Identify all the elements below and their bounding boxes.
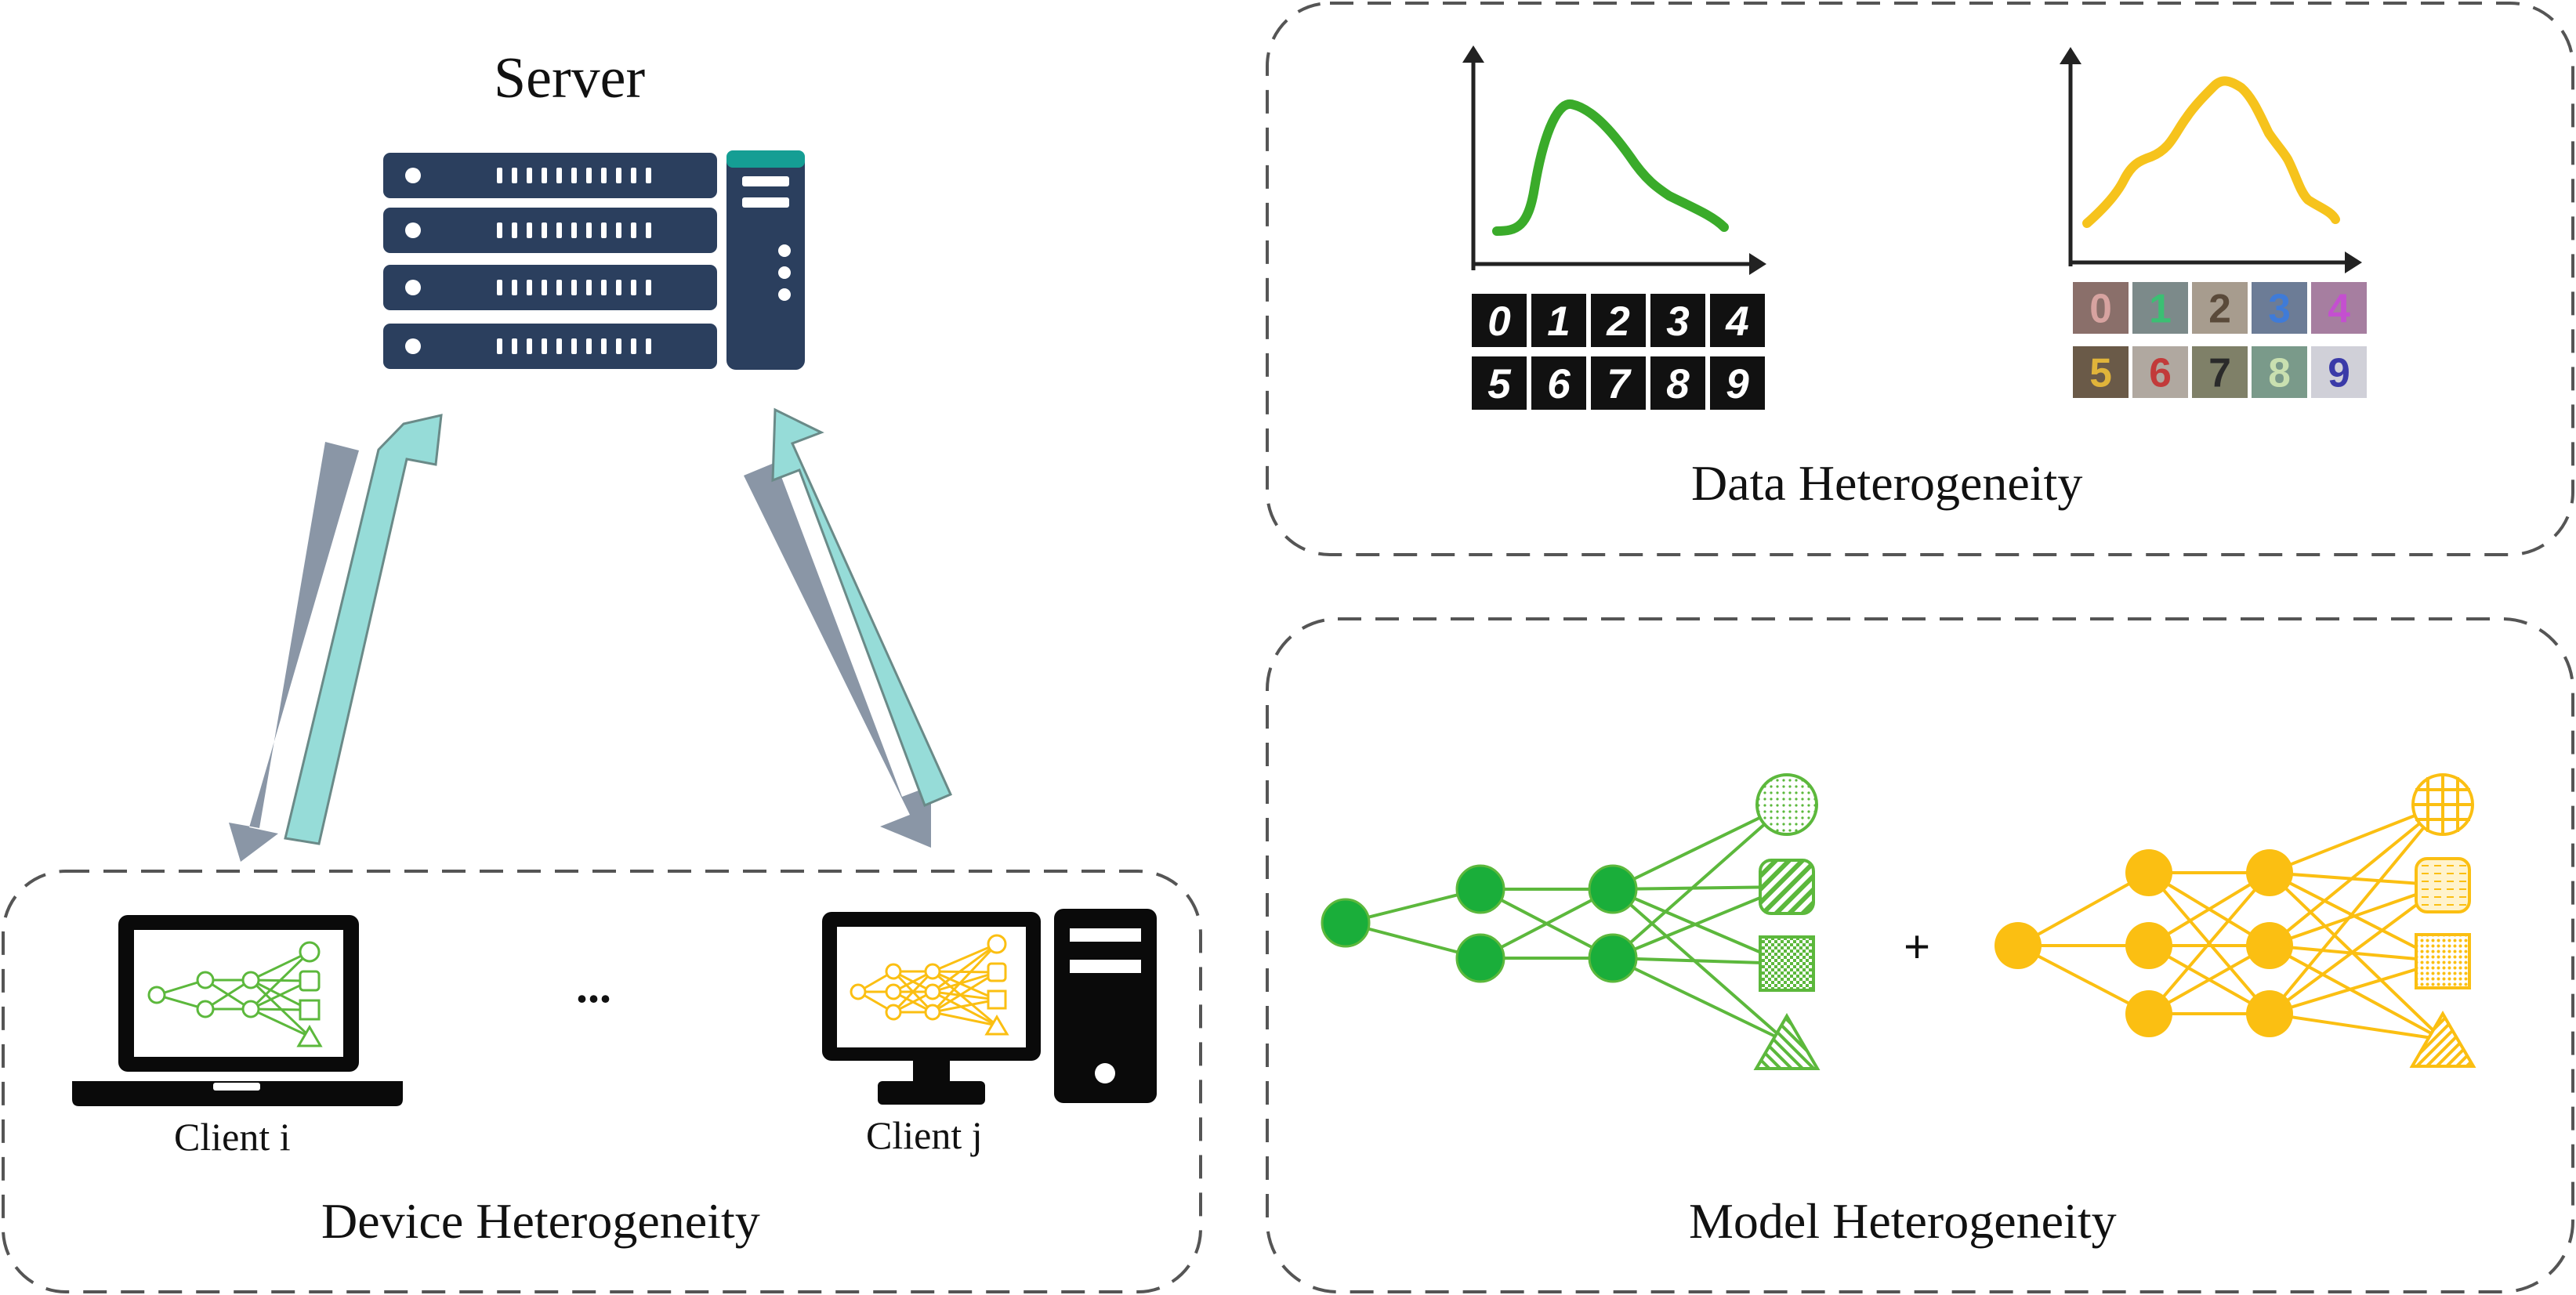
network-node — [2246, 922, 2293, 969]
digit-tile: 3 — [1650, 294, 1705, 347]
client-i-label: Client i — [174, 1115, 291, 1159]
download-arrow-left — [229, 442, 359, 862]
digit-tile: 1 — [2132, 282, 2188, 334]
output-dotted-square — [2415, 933, 2471, 989]
digit-tile: 4 — [1710, 294, 1765, 347]
svg-text:8: 8 — [2268, 349, 2291, 395]
server-unit — [383, 324, 717, 369]
output-grid-circle — [2411, 773, 2474, 836]
server-unit — [383, 208, 717, 253]
network-node — [2125, 849, 2172, 896]
digit-tile: 8 — [1650, 356, 1705, 410]
server-label: Server — [494, 46, 646, 110]
plus-sign: + — [1904, 921, 1930, 972]
upload-arrow-left — [284, 414, 443, 845]
client-j-label: Client j — [866, 1113, 983, 1157]
output-dashed-square — [2415, 857, 2471, 913]
digit-tile: 0 — [1472, 294, 1527, 347]
digit-tile: 6 — [2132, 346, 2188, 398]
digit-tile: 7 — [2192, 346, 2248, 398]
model-heterogeneity-title: Model Heterogeneity — [1689, 1193, 2117, 1249]
data-heterogeneity-title: Data Heterogeneity — [1691, 455, 2083, 511]
network-node — [1455, 864, 1505, 914]
digit-tile: 5 — [1472, 356, 1527, 410]
svg-text:1: 1 — [2149, 285, 2172, 331]
client-i-model — [147, 941, 323, 1047]
svg-text:6: 6 — [2149, 349, 2172, 395]
network-node — [1588, 933, 1638, 983]
network-node — [2246, 990, 2293, 1037]
digit-tile: 2 — [1591, 294, 1646, 347]
device-heterogeneity-box — [2, 870, 1202, 1293]
output-dotted-circle — [1755, 773, 1818, 836]
svg-text:2: 2 — [2208, 285, 2231, 331]
output-hatched-triangle — [1753, 1013, 1821, 1070]
green-network — [1321, 773, 1821, 1070]
digit-tile: 9 — [2311, 346, 2367, 398]
svg-text:7: 7 — [2208, 349, 2231, 395]
digit-tile: 7 — [1591, 356, 1646, 410]
ellipsis: ... — [576, 960, 611, 1012]
network-node — [1455, 933, 1505, 983]
svg-text:4: 4 — [2328, 285, 2350, 331]
server-rack-icon — [383, 150, 805, 370]
svg-text:4: 4 — [1725, 298, 1749, 345]
network-node — [1588, 864, 1638, 914]
server-unit — [383, 265, 717, 310]
output-striped-square — [1759, 859, 1815, 915]
green-distribution-chart — [1462, 45, 1766, 275]
svg-text:8: 8 — [1666, 361, 1690, 407]
output-checkered-square — [1759, 935, 1815, 992]
network-node — [1321, 898, 1371, 948]
desktop-computer-icon — [822, 909, 1157, 1105]
svg-text:5: 5 — [1487, 361, 1512, 407]
model-heterogeneity-box — [1266, 617, 2574, 1293]
output-hatched-triangle-yellow — [2409, 1011, 2476, 1068]
svg-text:1: 1 — [1547, 298, 1571, 345]
digit-tile: 2 — [2192, 282, 2248, 334]
digit-tile: 0 — [2073, 282, 2129, 334]
arrows — [229, 407, 952, 862]
network-node — [2246, 849, 2293, 896]
client-j-model — [850, 934, 1009, 1036]
digit-tile: 6 — [1531, 356, 1586, 410]
svg-text:5: 5 — [2089, 349, 2112, 395]
svg-text:3: 3 — [2268, 285, 2291, 331]
download-arrow-right — [744, 462, 931, 848]
yellow-distribution-chart — [2060, 47, 2362, 273]
svg-text:6: 6 — [1547, 361, 1571, 407]
laptop-icon — [72, 915, 403, 1106]
network-node — [1994, 922, 2042, 969]
svg-text:9: 9 — [2328, 349, 2350, 395]
upload-arrow-right — [771, 407, 952, 807]
digit-tile: 5 — [2073, 346, 2129, 398]
svg-text:9: 9 — [1726, 361, 1749, 407]
digit-tile: 8 — [2252, 346, 2307, 398]
network-node — [2125, 922, 2172, 969]
svg-text:0: 0 — [2089, 285, 2112, 331]
network-node — [2125, 990, 2172, 1037]
digit-tile: 3 — [2252, 282, 2307, 334]
svg-text:7: 7 — [1607, 361, 1632, 407]
digit-tile: 1 — [1531, 294, 1586, 347]
device-heterogeneity-title: Device Heterogeneity — [321, 1193, 760, 1249]
svg-text:3: 3 — [1666, 298, 1690, 345]
svg-text:0: 0 — [1487, 298, 1511, 345]
data-heterogeneity-box — [1266, 2, 2574, 556]
svg-text:2: 2 — [1606, 298, 1630, 345]
digit-tile: 9 — [1710, 356, 1765, 410]
yellow-network — [1994, 773, 2476, 1068]
digit-tile: 4 — [2311, 282, 2367, 334]
server-unit — [383, 153, 717, 198]
